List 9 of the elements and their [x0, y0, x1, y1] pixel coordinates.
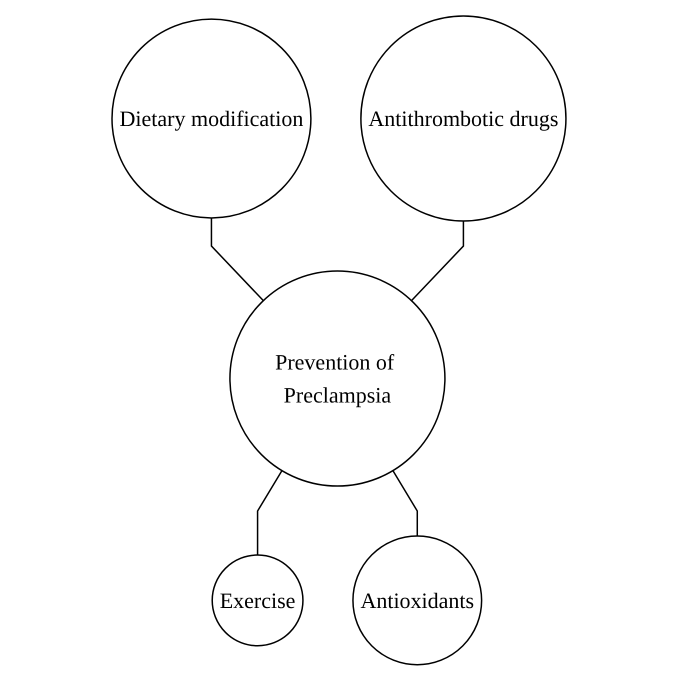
connector: [256, 470, 283, 556]
connector: [392, 470, 418, 536]
node-circle: Prevention of Preclampsia: [229, 270, 446, 487]
node-circle: Dietary modification: [111, 18, 312, 219]
connector: [210, 218, 264, 302]
node-circle: Antithrombotic drugs: [360, 15, 567, 222]
connector: [410, 221, 464, 302]
node-circle: Exercise: [212, 554, 304, 647]
node-circle: Antioxidants: [352, 535, 482, 666]
